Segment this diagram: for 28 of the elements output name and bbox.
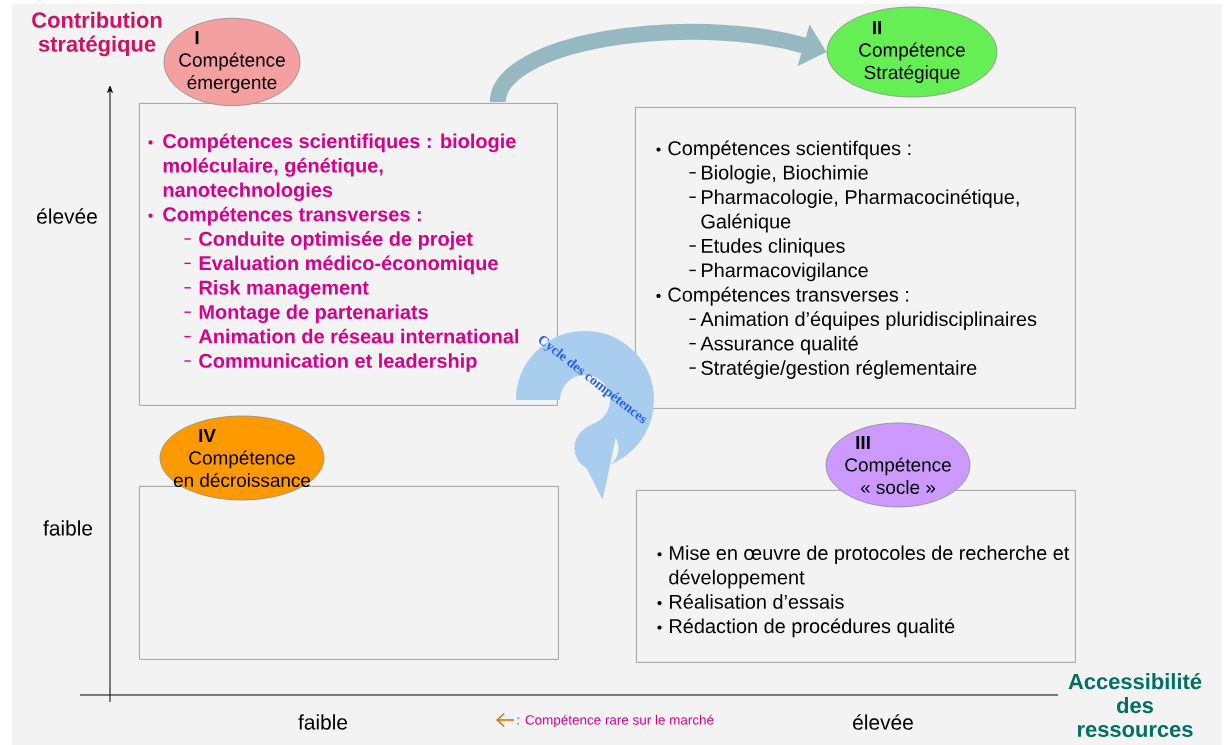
axis-tick-label: élevée xyxy=(853,714,913,730)
bullet-item: Compétences transverses : xyxy=(656,286,909,306)
sub-item: Etudes cliniques xyxy=(688,238,845,257)
bullet-item: Réalisation d’essais xyxy=(657,594,844,609)
sub-item: Animation d’équipes pluridisciplinaires xyxy=(688,311,1037,331)
sub-item: Biologie, Biochimie xyxy=(688,165,868,184)
sub-item: Montage de partenariats xyxy=(183,304,428,324)
bullet-item: Mise en œuvre de protocoles de recherche et développement xyxy=(657,545,1070,589)
sub-item: Assurance qualité xyxy=(688,335,858,355)
bullet-item: Rédaction de procédures qualité xyxy=(657,618,955,638)
sub-item: Animation de réseau international xyxy=(183,328,519,344)
quadrant-box xyxy=(139,486,559,660)
axis-title: Contribution stratégique xyxy=(32,11,162,57)
bullet-item: Compétences scientifques : xyxy=(656,140,911,160)
sub-item: Conduite optimisée de projet xyxy=(183,231,473,250)
sub-item: Evaluation médico-économique xyxy=(183,255,498,275)
axis-tick-label: élevée xyxy=(37,208,97,224)
legend-text: : Compétence rare sur le marché xyxy=(517,714,714,728)
axis-title: Accessibilité des ressources xyxy=(1068,672,1202,738)
axis-tick-label: faible xyxy=(298,714,348,730)
sub-item: Communication et leadership xyxy=(183,353,477,372)
bullet-item: Compétences scientifiques : biologie moléculaire, génétique, nanotechnologies xyxy=(148,133,516,202)
sub-item: Stratégie/gestion réglementaire xyxy=(688,360,977,379)
sub-item: Pharmacologie, Pharmacocinétique, Galénique xyxy=(688,189,1019,233)
sub-item: Risk management xyxy=(183,280,369,299)
axis-tick-label: faible xyxy=(43,520,93,536)
sub-item: Pharmacovigilance xyxy=(688,262,868,282)
bullet-item: Compétences transverses : xyxy=(148,206,421,226)
